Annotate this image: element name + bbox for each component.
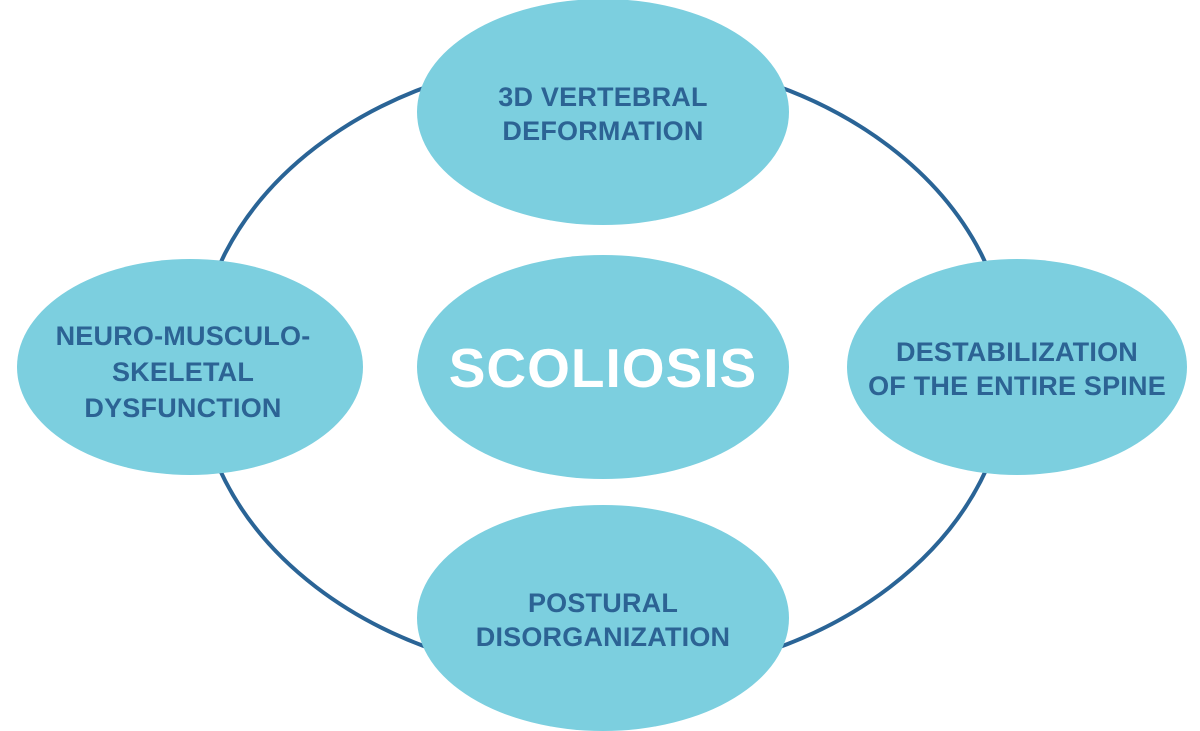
- node-neuro-musculo-skeletal-dysfunction[interactable]: NEURO-MUSCULO- SKELETAL DYSFUNCTION: [17, 259, 363, 475]
- node-neuro-musculo-skeletal-dysfunction-line-1: NEURO-MUSCULO-: [56, 321, 311, 351]
- node-destabilization-shape: [847, 259, 1187, 475]
- node-destabilization-line-1: DESTABILIZATION: [896, 337, 1138, 367]
- node-destabilization-line-2: OF THE ENTIRE SPINE: [868, 371, 1166, 401]
- node-postural-disorganization-line-1: POSTURAL: [528, 588, 678, 618]
- node-neuro-musculo-skeletal-dysfunction-line-3: DYSFUNCTION: [84, 393, 281, 423]
- node-vertebral-deformation[interactable]: 3D VERTEBRAL DEFORMATION: [417, 0, 789, 225]
- node-scoliosis-center-shape: [417, 255, 789, 479]
- node-vertebral-deformation-line-1: 3D VERTEBRAL: [498, 82, 707, 112]
- node-postural-disorganization[interactable]: POSTURAL DISORGANIZATION: [417, 505, 789, 731]
- node-vertebral-deformation-shape: [417, 0, 789, 225]
- node-neuro-musculo-skeletal-dysfunction-line-2: SKELETAL: [112, 357, 254, 387]
- node-neuro-musculo-skeletal-dysfunction-shape: [17, 259, 363, 475]
- node-scoliosis-center-label: SCOLIOSIS: [449, 337, 758, 399]
- node-postural-disorganization-shape: [417, 505, 789, 731]
- node-scoliosis-center[interactable]: SCOLIOSIS: [417, 255, 789, 479]
- node-vertebral-deformation-line-2: DEFORMATION: [502, 116, 703, 146]
- node-destabilization[interactable]: DESTABILIZATION OF THE ENTIRE SPINE: [847, 259, 1187, 475]
- node-postural-disorganization-line-2: DISORGANIZATION: [476, 622, 731, 652]
